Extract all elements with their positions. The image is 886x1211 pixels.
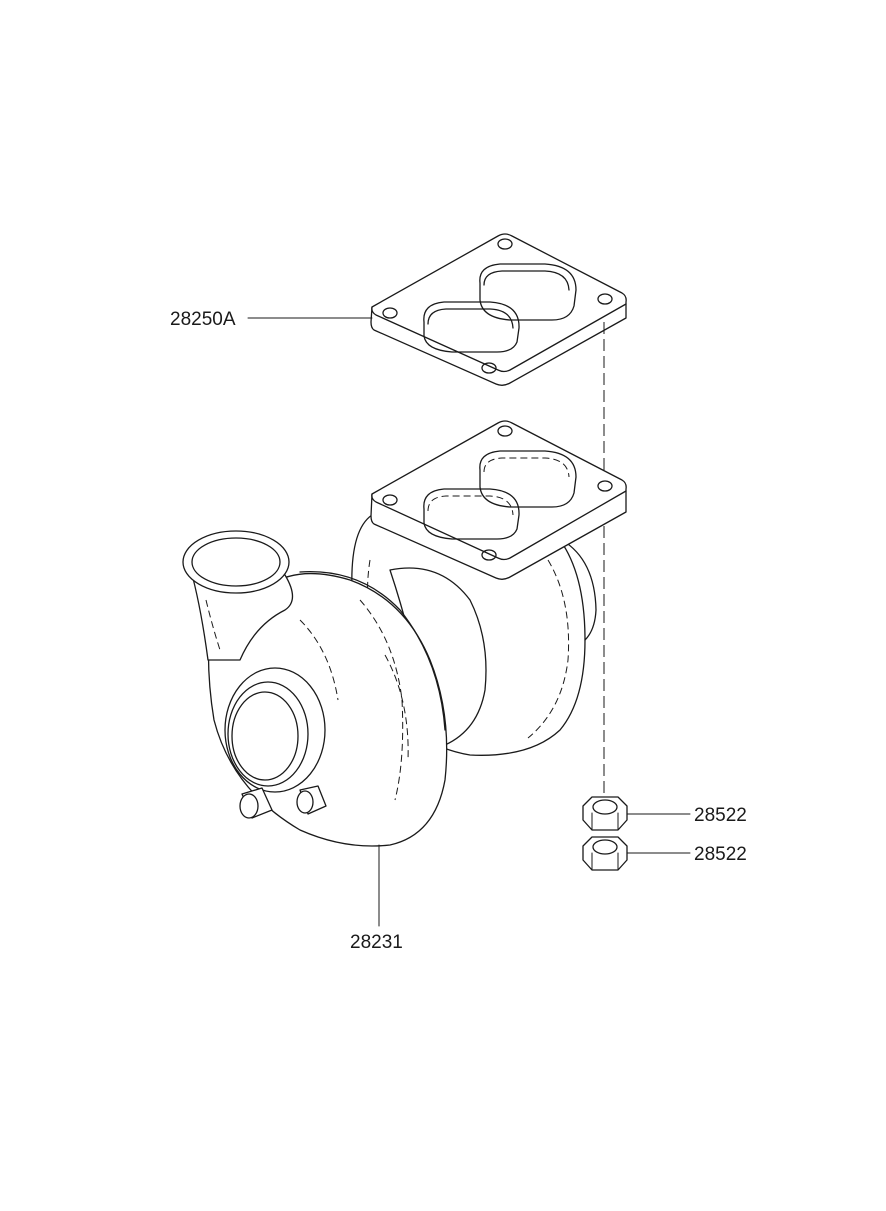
nut-upper-part	[582, 796, 628, 831]
part-label-turbocharger[interactable]: 28231	[350, 932, 403, 953]
fitting-left	[239, 787, 273, 819]
part-label-nut-upper[interactable]: 28522	[694, 805, 747, 826]
nut-lower-part	[582, 836, 628, 871]
turbocharger-part	[182, 420, 627, 847]
part-label-gasket[interactable]: 28250A	[170, 309, 236, 330]
gasket-part	[370, 233, 627, 386]
fitting-right	[296, 785, 327, 815]
part-label-nut-lower[interactable]: 28522	[694, 844, 747, 865]
